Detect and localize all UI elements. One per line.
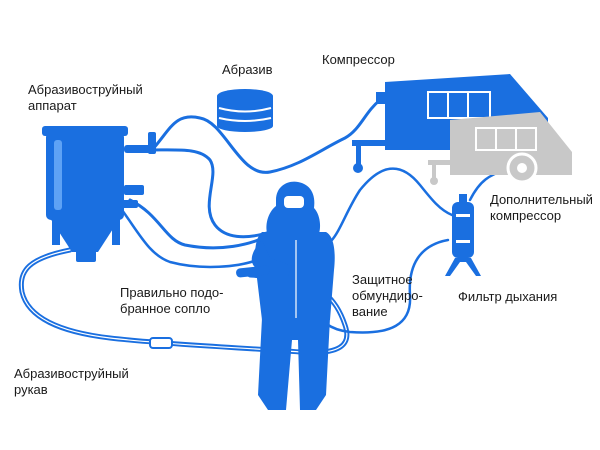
operator-helmet (266, 181, 321, 236)
control-hose-2 (120, 208, 264, 269)
aux-compressor-hitch (428, 160, 464, 165)
breathing-hose (310, 167, 454, 248)
breathing-filter (445, 194, 481, 276)
blast-machine-leg-right (112, 215, 120, 245)
aux-compressor (428, 112, 572, 185)
label-protective-suit: Защитное обмундиро- вание (352, 272, 423, 319)
aux-compressor-vents (475, 127, 537, 151)
compressor-vents (427, 91, 491, 119)
compressor-nozzle-stub (376, 92, 388, 104)
compressor-air-hose (150, 98, 382, 174)
blast-machine-side-valve (124, 185, 144, 195)
label-blast-machine: Абразивоструйный аппарат (28, 82, 143, 113)
aux-compressor-stand-foot (430, 177, 438, 185)
blast-machine-valve (76, 248, 96, 262)
blast-machine-pipe (124, 145, 152, 153)
operator-torso (255, 232, 335, 320)
blast-machine-hopper (50, 218, 120, 252)
label-blast-hose: Абразивоструйный рукав (14, 366, 129, 397)
blast-machine-highlight (54, 140, 62, 210)
label-aux-compressor: Дополнительный компрессор (490, 192, 593, 223)
air-supply-hose (148, 148, 272, 239)
operator-visor (284, 196, 304, 208)
label-abrasive: Абразив (222, 62, 273, 77)
blast-nozzle (236, 265, 271, 278)
blast-machine-pipe-riser (148, 132, 156, 154)
label-nozzle: Правильно подо- бранное сопло (120, 285, 224, 316)
blast-machine-lid (42, 126, 128, 136)
aux-compressor-stand (432, 160, 436, 180)
blast-machine-tank (46, 132, 124, 220)
control-hose-1 (128, 198, 272, 250)
blast-hose-inner (20, 249, 348, 354)
blast-machine-lower-pipe (120, 200, 138, 208)
hose-coupling-icon (149, 337, 173, 349)
breathing-filter-canister (452, 202, 474, 258)
label-breathing-filter: Фильтр дыхания (458, 289, 558, 304)
compressor-stand (356, 140, 361, 166)
blast-machine (42, 126, 156, 262)
blast-machine-leg-left (52, 215, 60, 245)
operator-figure (236, 181, 335, 410)
compressor-stand-foot (353, 163, 363, 173)
operator-legs (258, 318, 330, 410)
label-compressor: Компрессор (322, 52, 395, 67)
compressor-hitch (352, 140, 392, 146)
abrasive-bag-icon (217, 89, 273, 132)
breathing-filter-stand (445, 258, 481, 276)
